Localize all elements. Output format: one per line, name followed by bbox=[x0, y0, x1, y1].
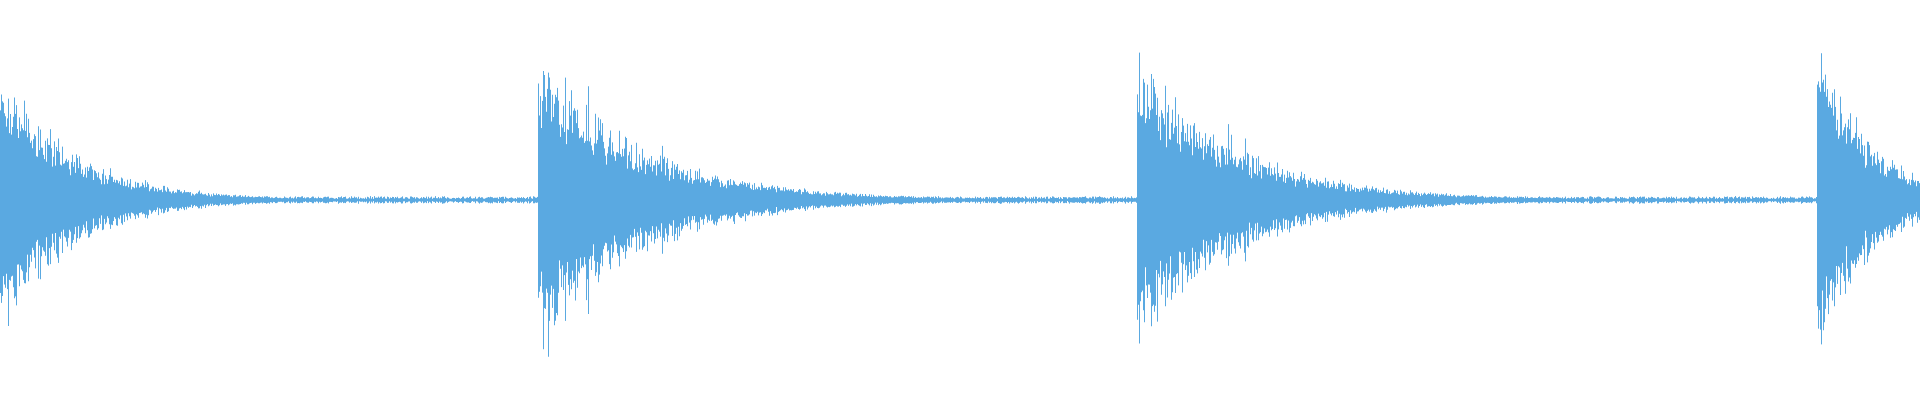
waveform-trace bbox=[0, 52, 1920, 357]
